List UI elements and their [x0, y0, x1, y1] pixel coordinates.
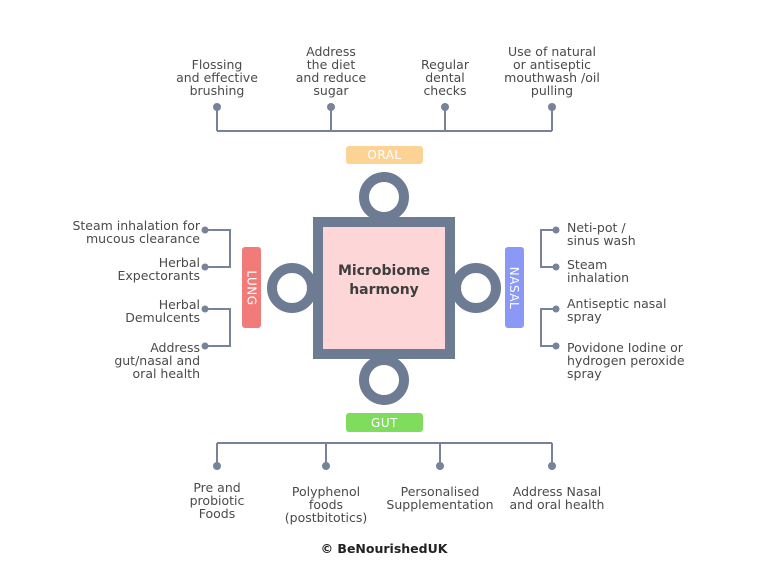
oral-badge: ORAL	[346, 146, 423, 164]
oral-item-1: Flossing and effective brushing	[176, 57, 258, 98]
lung-item-4: Address gut/nasal and oral health	[114, 340, 200, 381]
lung-badge-label: LUNG	[244, 269, 259, 306]
nasal-brackets	[540, 226, 560, 350]
nasal-item-1: Neti-pot / sinus wash	[567, 220, 636, 248]
lung-badge: LUNG	[242, 247, 261, 328]
gut-badge: GUT	[346, 413, 423, 432]
copyright-notice: © BeNourishedUK	[320, 541, 448, 556]
nasal-item-4: Povidone Iodine or hydrogen peroxide spr…	[567, 340, 685, 381]
nasal-badge-label: NASAL	[507, 266, 522, 309]
gut-badge-label: GUT	[371, 415, 398, 430]
oral-item-2: Address the diet and reduce sugar	[295, 44, 367, 98]
oral-bracket	[213, 103, 556, 132]
lung-item-1: Steam inhalation for mucous clearance	[72, 218, 200, 246]
gut-item-1: Pre and probiotic Foods	[189, 480, 245, 521]
center-label: Microbiome harmony	[337, 263, 431, 298]
gut-item-2: Polyphenol foods (postbitotics)	[284, 484, 368, 525]
oral-item-4: Use of natural or antiseptic mouthwash /…	[504, 44, 600, 98]
gut-item-4: Address Nasal and oral health	[509, 484, 605, 512]
oral-item-3: Regular dental checks	[421, 57, 469, 98]
oral-badge-label: ORAL	[367, 148, 402, 162]
nasal-item-2: Steam inhalation	[567, 257, 630, 285]
lung-brackets	[201, 226, 231, 350]
nasal-item-3: Antiseptic nasal spray	[567, 296, 667, 324]
gut-bracket	[213, 442, 556, 470]
lung-item-2: Herbal Expectorants	[117, 255, 200, 283]
gut-item-3: Personalised Supplementation	[386, 484, 494, 512]
nasal-badge: NASAL	[505, 247, 524, 328]
puzzle-frame	[267, 172, 501, 405]
lung-item-3: Herbal Demulcents	[125, 297, 200, 325]
